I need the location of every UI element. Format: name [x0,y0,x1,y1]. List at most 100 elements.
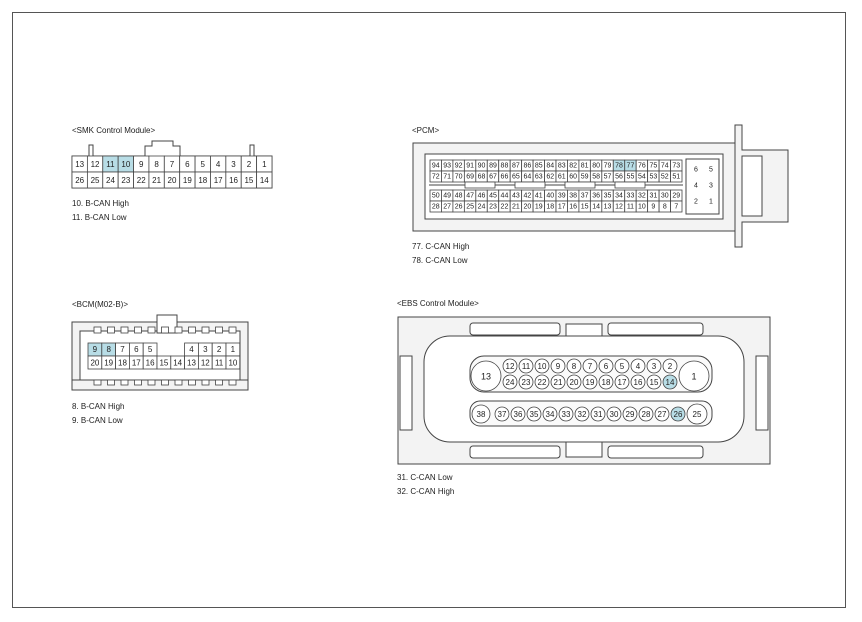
bcm-top-tooth [147,326,156,334]
bcm-top-tooth [228,326,237,334]
pcm-pin-66: 66 [501,174,509,181]
pcm-pin-47: 47 [466,193,474,200]
pcm-key-bar [514,181,546,189]
ebs-pin-12: 12 [506,362,515,371]
ebs-pin-circle [606,406,622,422]
ebs-title: <EBS Control Module> [397,299,479,308]
pcm-pin-73: 73 [672,163,680,170]
bcm-pin-6: 6 [134,345,139,354]
ebs-pin-35: 35 [530,410,539,419]
pcm-note-1: 77. C-CAN High [412,242,470,251]
smk-pin-21: 21 [152,176,161,185]
pcm-pin-93: 93 [443,163,451,170]
pcm-pin-34: 34 [615,193,623,200]
ebs-pin-9: 9 [556,362,561,371]
pcm-pin-76: 76 [638,163,646,170]
pcm-pin-50: 50 [432,193,440,200]
smk-pin-16: 16 [229,176,238,185]
bcm-top-tooth [215,326,223,334]
pcm-pin-31: 31 [649,193,657,200]
pcm-pin-59: 59 [581,174,589,181]
ebs-pin-circle [566,358,582,374]
ebs-pin-circle [494,406,510,422]
pcm-pin-27: 27 [443,204,451,211]
smk-pin-6: 6 [185,160,190,169]
bcm-top-tooth [93,326,102,334]
bcm-bottom-tooth [93,379,102,386]
ebs-pin-1: 1 [691,372,696,382]
ebs-pin-34: 34 [546,410,555,419]
bcm-title: <BCM(M02-B)> [72,300,129,309]
pcm-pin-56: 56 [615,174,623,181]
smk-pin-13: 13 [75,160,84,169]
ebs-pin-2: 2 [668,362,673,371]
ebs-pin-circle [598,374,614,390]
pcm-pin-20: 20 [523,204,531,211]
ebs-pin-circle [678,360,710,392]
smk-pin-15: 15 [244,176,253,185]
ebs-pin-20: 20 [570,378,579,387]
pcm-pin-43: 43 [512,193,520,200]
ebs-pin-circle [542,406,558,422]
smk-pin-14: 14 [260,176,269,185]
pcm-pin-1: 1 [709,199,713,206]
ebs-pin-circle [614,358,630,374]
bcm-pin-7: 7 [120,345,125,354]
ebs-pin-27: 27 [658,410,667,419]
pcm-pin-74: 74 [661,163,669,170]
bcm-pin-3: 3 [203,345,208,354]
smk-pin-1: 1 [262,160,267,169]
pcm-pin-14: 14 [592,204,600,211]
smk-pin-17: 17 [214,176,223,185]
bcm-pin-17: 17 [132,359,141,368]
pcm-pin-88: 88 [501,163,509,170]
ebs-pin-circle [510,406,526,422]
pcm-pin-87: 87 [512,163,520,170]
bcm-top-tooth [174,326,183,334]
pcm-pin-38: 38 [569,193,577,200]
ebs-pin-circle [622,406,638,422]
pcm-pin-80: 80 [592,163,600,170]
bcm-cell [225,355,241,370]
ebs-pin-14: 14 [666,378,675,387]
pcm-pin-3: 3 [709,183,713,190]
ebs-pin-circle [502,358,518,374]
pcm-pin-8: 8 [663,204,667,211]
bcm-note-2: 9. B-CAN Low [72,416,123,425]
ebs-pin-circle [518,358,534,374]
bcm-top-tooth [188,326,196,334]
pcm-note-2: 78. C-CAN Low [412,256,468,265]
bcm-pin-4: 4 [189,345,194,354]
pcm-pin-70: 70 [455,174,463,181]
ebs-pin-3: 3 [652,362,657,371]
ebs-pin-circle [646,358,662,374]
ebs-pin-circle [686,403,708,425]
ebs-pin-circle [526,406,542,422]
pcm-pin-65: 65 [512,174,520,181]
ebs-pin-circle [614,374,630,390]
bcm-pin-5: 5 [148,345,153,354]
ebs-bottom-slot-left [469,445,561,459]
bcm-bottom-tooth [161,379,169,386]
pcm-pin-13: 13 [604,204,612,211]
pcm-pin-69: 69 [466,174,474,181]
ebs-pin-circle [534,374,550,390]
pcm-pin-33: 33 [627,193,635,200]
pcm-pin-2: 2 [694,199,698,206]
bcm-top-tooth [120,326,129,334]
bcm-pin-8: 8 [106,345,111,354]
pcm-pin-64: 64 [523,174,531,181]
smk-pin-5: 5 [201,160,206,169]
ebs-top-slot-left [469,322,561,336]
smk-pin-7: 7 [170,160,175,169]
pcm-pin-72: 72 [432,174,440,181]
pcm-pin-83: 83 [558,163,566,170]
smk-pin-19: 19 [183,176,192,185]
smk-pin-24: 24 [106,176,115,185]
bcm-pin-12: 12 [201,359,210,368]
pcm-pin-46: 46 [478,193,486,200]
pcm-pin-16: 16 [569,204,577,211]
ebs-pin-5: 5 [620,362,625,371]
ebs-pin-18: 18 [602,378,611,387]
